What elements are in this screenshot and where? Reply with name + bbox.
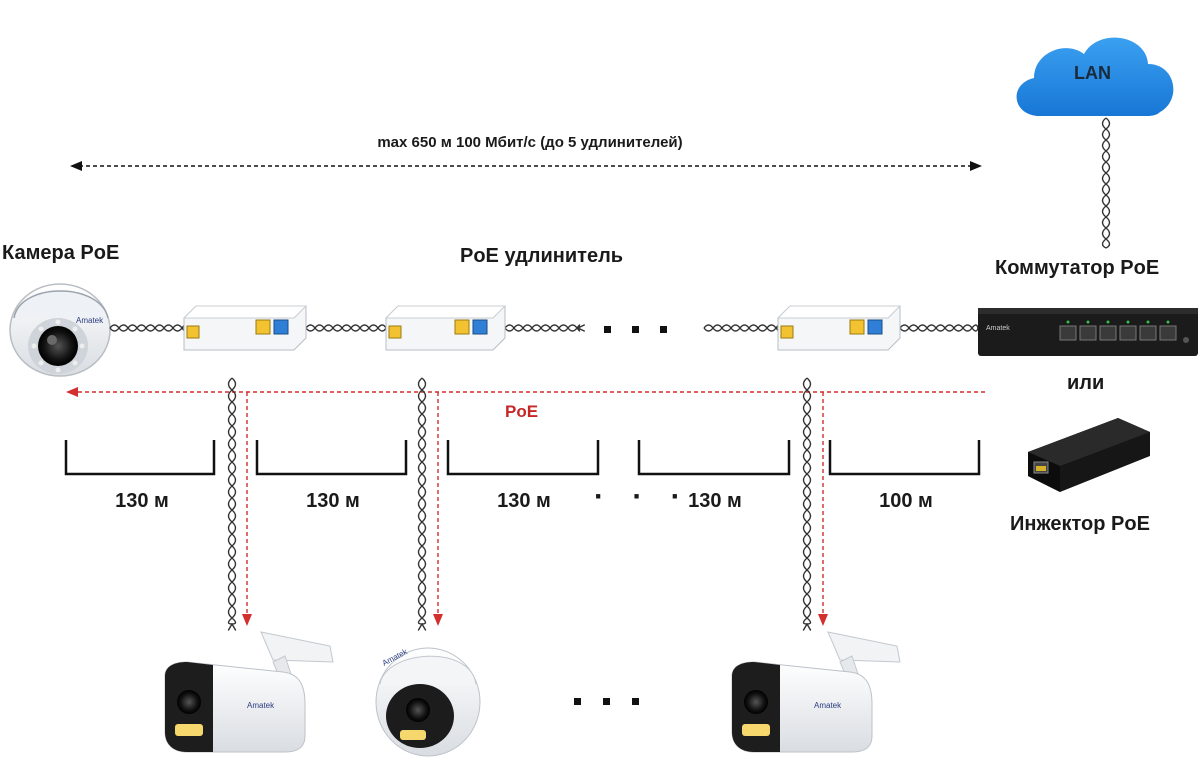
- poe-switch-icon: Amatek: [978, 308, 1198, 356]
- extender-label: PoE удлинитель: [460, 245, 623, 268]
- segment-length: 130 м: [640, 490, 790, 513]
- or-label: или: [1067, 372, 1104, 395]
- segment-length: 130 м: [67, 490, 217, 513]
- svg-text:Amatek: Amatek: [986, 325, 1010, 332]
- svg-text:Amatek: Amatek: [247, 701, 275, 710]
- injector-label: Инжектор PoE: [1010, 513, 1150, 536]
- brand-logo: Amatek: [76, 316, 104, 325]
- poe-label: PoE: [505, 402, 538, 422]
- poe-extender-icon: [778, 306, 900, 350]
- segment-length: 130 м: [449, 490, 599, 513]
- segment-length: 130 м: [258, 490, 408, 513]
- dome-camera-icon: Amatek: [10, 284, 110, 376]
- poe-extender-icon: [184, 306, 306, 350]
- turret-camera-icon: Amatek: [376, 647, 480, 756]
- ellipsis-dots: [604, 326, 667, 333]
- poe-injector-icon: [1028, 418, 1150, 492]
- segment-length: 100 м: [831, 490, 981, 513]
- bottom-ellipsis: [574, 698, 639, 705]
- bullet-camera-icon: Amatek: [165, 632, 333, 752]
- bullet-camera-icon: Amatek: [732, 632, 900, 752]
- lan-label: LAN: [1074, 63, 1111, 84]
- switch-label: Коммутатор PoE: [995, 257, 1159, 280]
- poe-extender-icon: [386, 306, 505, 350]
- svg-text:Amatek: Amatek: [814, 701, 842, 710]
- range-label: max 650 м 100 Мбит/с (до 5 удлинителей): [0, 134, 1060, 151]
- distance-brackets: [66, 440, 979, 474]
- camera-label: Камера PoE: [2, 242, 119, 265]
- cable-cloud-to-switch: [1103, 118, 1110, 248]
